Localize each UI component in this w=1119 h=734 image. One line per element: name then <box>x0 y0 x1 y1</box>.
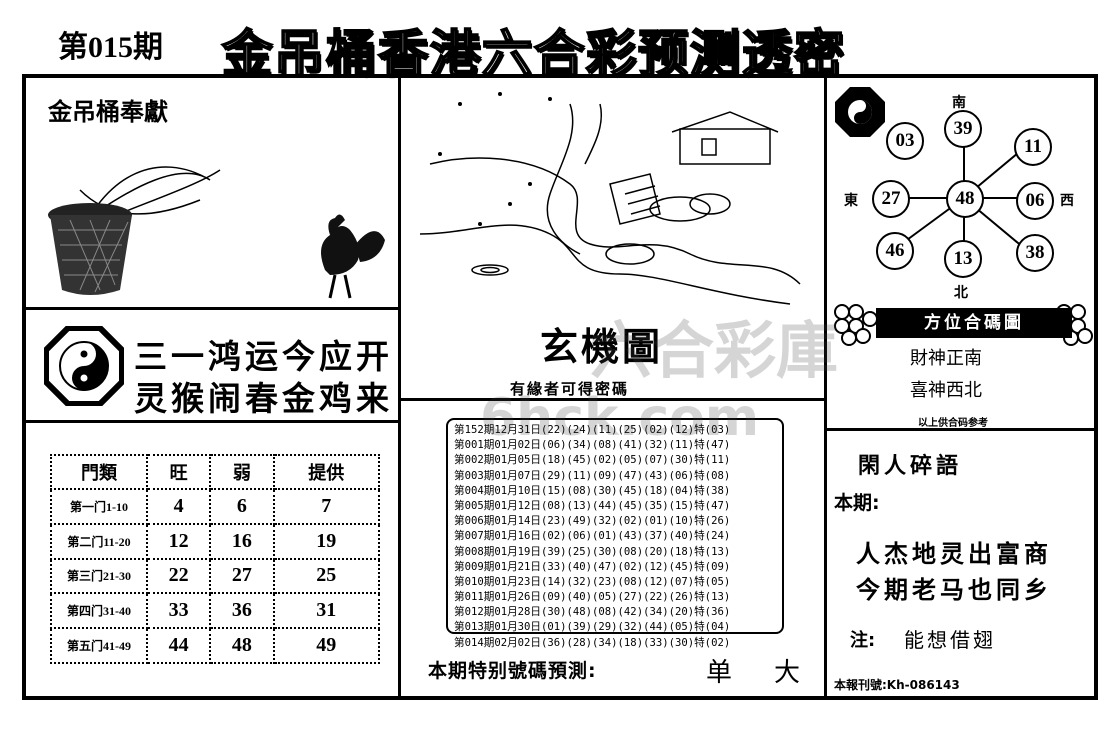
history-row: 第013期01月30日(01)(39)(29)(32)(44)(05)特(04) <box>454 621 731 634</box>
watermark-domain: 6hck.com <box>480 388 760 448</box>
cell-value: 4 <box>145 488 212 525</box>
cell-value: 22 <box>145 557 212 595</box>
history-row: 第003期01月07日(29)(11)(09)(47)(43)(06)特(08) <box>454 469 731 482</box>
direction-east: 東 <box>844 193 858 209</box>
note-label: 注: <box>850 630 876 651</box>
this-issue-label: 本期: <box>834 492 880 514</box>
row-label: 第二门11-20 <box>50 522 148 560</box>
cell-value: 44 <box>145 627 212 664</box>
divider-left-1 <box>24 307 399 310</box>
table-row: 第四门31-40 33 36 31 <box>50 592 381 630</box>
history-row: 第009期01月21日(33)(40)(47)(02)(12)(45)特(09) <box>454 560 731 573</box>
number-circle: 39 <box>944 110 982 148</box>
poem-line-1: 三一鸿运今应开 <box>134 337 393 376</box>
number-circle: 46 <box>876 232 914 270</box>
divider-center <box>399 398 825 401</box>
special-value-2: 大 <box>774 658 801 688</box>
row-label: 第一门1-10 <box>50 488 148 525</box>
row-label: 第四门31-40 <box>50 592 148 630</box>
verse-line-2: 今期老马也同乡 <box>856 576 1052 604</box>
divider-left <box>398 76 401 698</box>
number-circle: 13 <box>944 240 982 278</box>
history-row: 第008期01月19日(39)(25)(30)(08)(20)(18)特(13) <box>454 545 731 558</box>
idle-talk-title: 閑人碎語 <box>858 453 963 479</box>
direction-north: 北 <box>954 285 968 301</box>
history-row: 第002期01月05日(18)(45)(02)(05)(07)(30)特(11) <box>454 454 731 467</box>
history-row: 第007期01月16日(02)(06)(01)(43)(37)(40)特(24) <box>454 530 731 543</box>
cell-value: 19 <box>272 522 381 560</box>
history-table: 第152期12月31日(22)(24)(11)(25)(02)(12)特(03)… <box>446 418 784 649</box>
header-provide: 提供 <box>272 454 381 490</box>
table-row: 第五门41-49 44 48 49 <box>50 627 381 664</box>
divider-right-1 <box>825 428 1097 431</box>
cell-value: 16 <box>209 522 275 560</box>
cell-value: 31 <box>272 592 381 630</box>
table-row: 第一门1-10 4 6 7 <box>50 488 381 525</box>
landscape-illustration <box>419 92 801 305</box>
issue-number: 第015期 <box>58 31 163 64</box>
picture-title: 玄機圖 <box>540 324 664 369</box>
direction-bar-title: 方位合碼圖 <box>876 308 1072 338</box>
history-row: 第010期01月23日(14)(32)(23)(08)(12)(07)特(05) <box>454 575 731 588</box>
header-strong: 旺 <box>145 454 212 490</box>
poem-line-2: 灵猴闹春金鸡来 <box>134 379 393 418</box>
row-label: 第三门21-30 <box>50 557 148 595</box>
door-table: 門類 旺 弱 提供 第一门1-10 4 6 7 第二门11-20 12 16 1… <box>50 454 381 664</box>
history-row: 第011期01月26日(09)(40)(05)(27)(22)(26)特(13) <box>454 591 731 604</box>
number-circle: 27 <box>872 180 910 218</box>
watermark-brand: 六合彩庫 <box>590 314 839 387</box>
history-row: 第004期01月10日(15)(08)(30)(45)(18)(04)特(38) <box>454 484 731 497</box>
bucket-rooster-illustration <box>48 166 385 299</box>
divider-left-2 <box>24 420 399 423</box>
history-row: 第005期01月12日(08)(13)(44)(45)(35)(15)特(47) <box>454 499 731 512</box>
bagua-icon <box>835 87 885 137</box>
history-row: 第012期01月28日(30)(48)(08)(42)(34)(20)特(36) <box>454 606 731 619</box>
history-row: 第001期01月02日(06)(34)(08)(41)(32)(11)特(47) <box>454 439 731 452</box>
number-circle-center: 48 <box>946 180 984 218</box>
number-circle: 06 <box>1016 182 1054 220</box>
reference-note: 以上供合码参考 <box>918 418 988 429</box>
direction-west: 西 <box>1060 193 1074 209</box>
cell-value: 7 <box>272 488 381 525</box>
cell-value: 36 <box>209 592 275 630</box>
cell-value: 49 <box>272 627 381 664</box>
history-row: 第006期01月14日(23)(49)(32)(02)(01)(10)特(26) <box>454 515 731 528</box>
cell-value: 48 <box>209 627 275 664</box>
credit-text: 金吊桶奉獻 <box>48 98 168 126</box>
special-label: 本期特别號碼預測: <box>428 660 597 682</box>
fortune-line-1: 財神正南 <box>910 348 982 369</box>
special-value-1: 单 <box>706 658 733 688</box>
note-text: 能想借翅 <box>904 628 996 652</box>
yin-yang-icon <box>44 326 124 406</box>
direction-south: 南 <box>952 95 966 111</box>
header-weak: 弱 <box>209 454 275 490</box>
cell-value: 33 <box>145 592 212 630</box>
cell-value: 27 <box>209 557 275 595</box>
bucket-icon <box>48 166 221 295</box>
number-circle: 38 <box>1016 234 1054 272</box>
history-row: 第014期02月02日(36)(28)(34)(18)(33)(30)特(02) <box>454 636 731 649</box>
number-circle: 11 <box>1014 128 1052 166</box>
cell-value: 6 <box>209 488 275 525</box>
table-row: 第二门11-20 12 16 19 <box>50 522 381 560</box>
verse-line-1: 人杰地灵出富商 <box>856 540 1052 568</box>
publication-code: 本報刊號:Kh-086143 <box>834 678 960 692</box>
history-row: 第152期12月31日(22)(24)(11)(25)(02)(12)特(03) <box>454 424 731 436</box>
number-circle: 03 <box>886 122 924 160</box>
divider-right <box>824 76 827 698</box>
rooster-icon <box>321 214 385 299</box>
main-frame <box>22 74 1098 700</box>
picture-caption: 有緣者可得密碼 <box>510 380 630 398</box>
table-row: 第三门21-30 22 27 25 <box>50 557 381 595</box>
fortune-line-2: 喜神西北 <box>910 380 982 401</box>
row-label: 第五门41-49 <box>50 627 148 664</box>
cell-value: 25 <box>272 557 381 595</box>
header-category: 門類 <box>50 454 148 490</box>
cell-value: 12 <box>145 522 212 560</box>
